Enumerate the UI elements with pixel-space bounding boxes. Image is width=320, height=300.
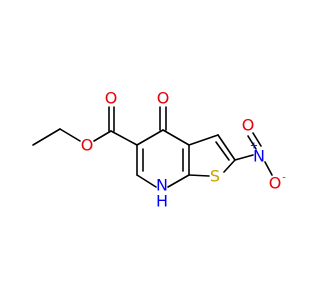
- bond-ethyl-ch3-ch2: [32, 128, 61, 146]
- bond-c2-nitro-n: [234, 154, 254, 161]
- ring-n-label: N: [156, 176, 168, 195]
- bond-c7a-n7: [167, 174, 190, 188]
- bond-nitro-n-o-minus: [264, 161, 273, 176]
- bond-c4a-c3: [188, 134, 219, 146]
- bond-n7-c6: [136, 174, 157, 188]
- molecule-structure-diagram: O O O N H S N + O - O: [32, 89, 286, 211]
- bond-c3-c2-inner: [215, 141, 230, 161]
- nitro-o-minus-label: O: [269, 174, 282, 193]
- bond-nitro-n-o-double-1: [247, 135, 257, 150]
- ester-single-o-label: O: [81, 136, 94, 155]
- bond-c4-c4a: [162, 129, 190, 146]
- nitro-o-double-label: O: [242, 116, 255, 135]
- ester-double-o-label: O: [105, 89, 118, 108]
- bond-s-c7a: [188, 174, 210, 177]
- bond-c3-c2: [217, 134, 236, 161]
- bond-ethyl-ch2-o: [59, 128, 81, 142]
- nitro-o-negative-charge: -: [282, 173, 286, 184]
- bond-c5-c4: [136, 129, 164, 146]
- bond-ester-o-c: [93, 130, 112, 142]
- ring-carbonyl-o-label: O: [157, 89, 170, 108]
- ring-nh-h-label: H: [156, 192, 168, 211]
- thiophene-s-label: S: [210, 167, 220, 186]
- bond-c2-s: [223, 159, 236, 173]
- bond-nitro-n-o-double-2: [252, 132, 262, 147]
- nitro-n-positive-charge: +: [250, 141, 258, 152]
- nitro-n-label: N: [253, 147, 265, 166]
- bond-ester-c-ring-c5: [110, 130, 138, 146]
